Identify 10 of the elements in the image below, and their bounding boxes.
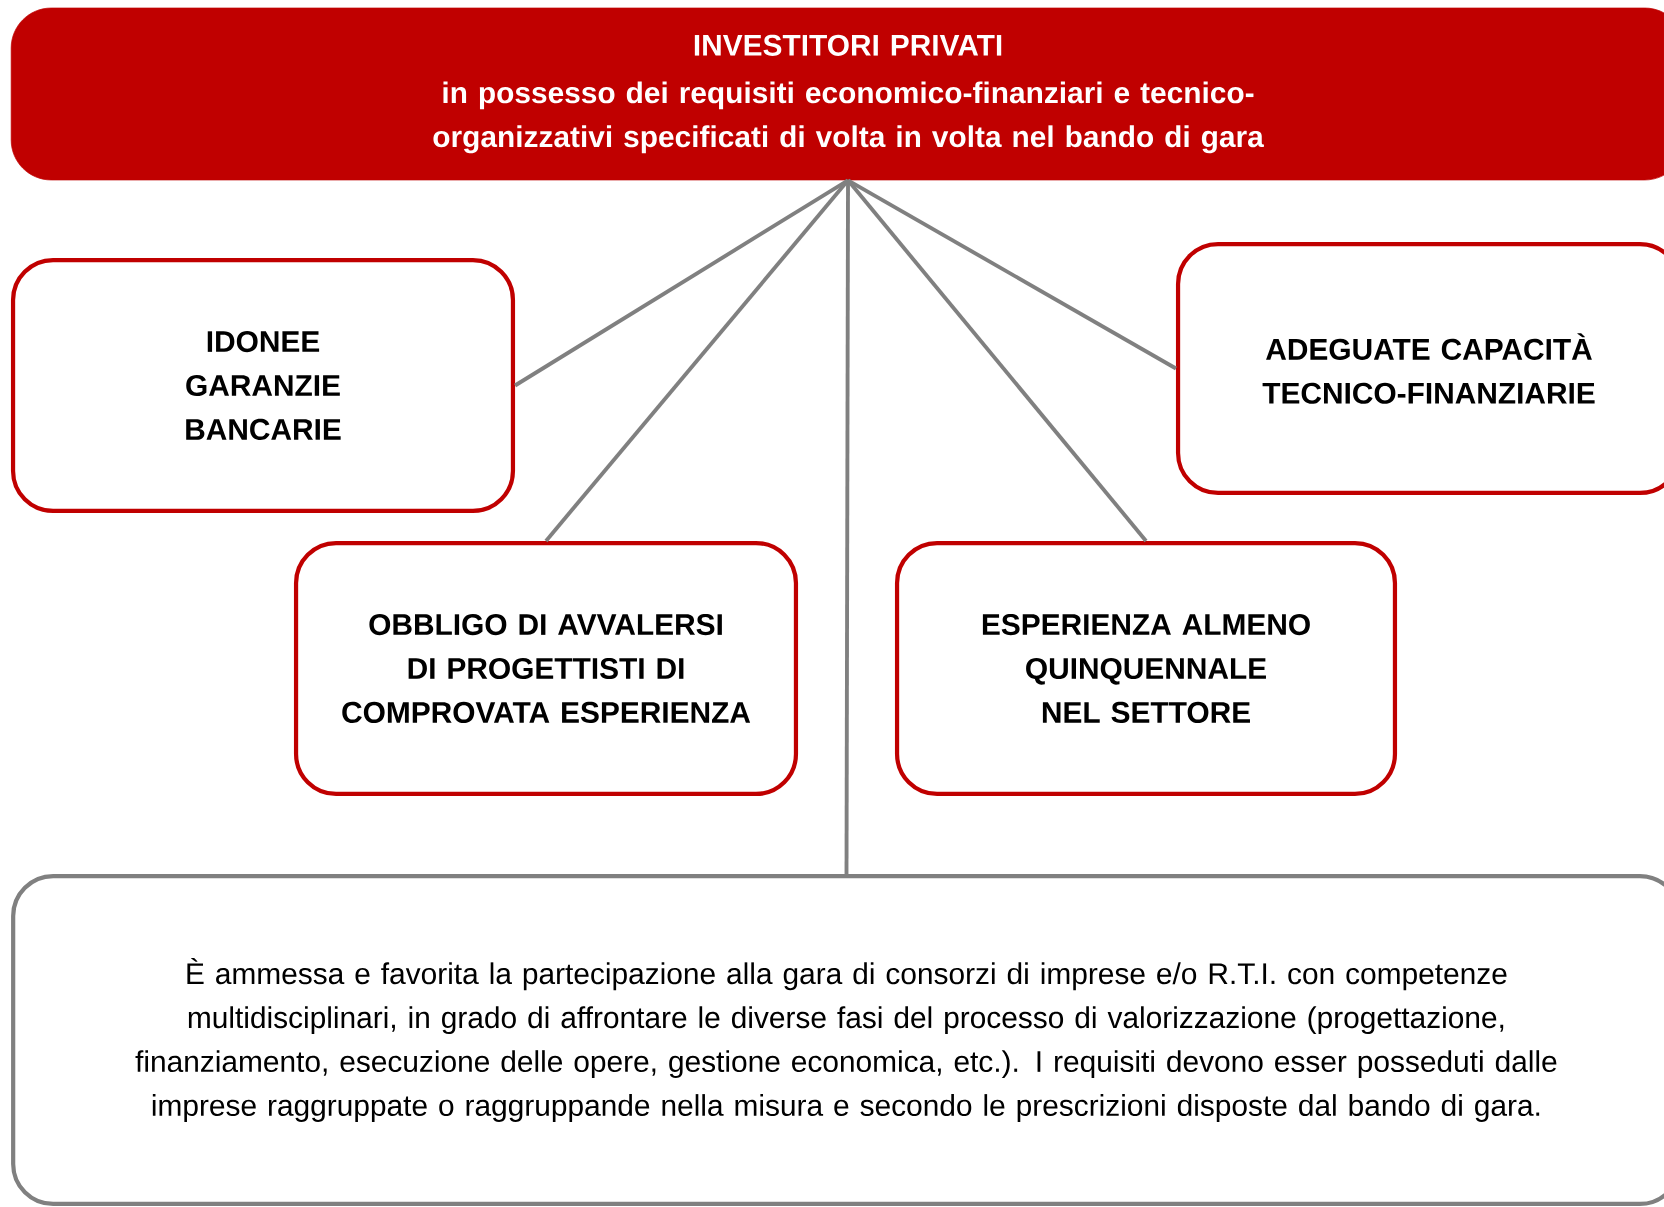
connector-line <box>844 180 850 874</box>
requirement-box: IDONEE GARANZIE BANCARIE <box>10 257 516 514</box>
requirement-box: ESPERIENZA ALMENO QUINQUENNALE NEL SETTORE <box>894 540 1398 797</box>
connector-line <box>847 178 1177 371</box>
note-box: È ammessa e favorita la partecipazione alla gara di consorzi di imprese e/o R.T.I. con competenze multidisciplinari, in grado di affrontare le diverse fasi del processo di valorizzazione (progettazione, finanziamento, esecuzione delle opere, gestione economica, etc.). I requisiti devono esser posseduti dalle imprese raggruppate o raggruppande nella misura e secondo le prescrizioni disposte dal bando di gara. <box>11 873 1664 1207</box>
connector-line <box>846 179 1148 543</box>
header-box: INVESTITORI PRIVATI in possesso dei requisiti economico-finanziari e tecnico-organizzativi specificati di volta in volta nel bando di gara <box>10 7 1664 181</box>
requirement-box: ADEGUATE CAPACITÀ TECNICO-FINANZIARIE <box>1175 241 1664 496</box>
connector-line <box>544 179 850 543</box>
requirement-box: OBBLIGO DI AVVALERSI DI PROGETTISTI DI COMPROVATA ESPERIENZA <box>293 540 799 797</box>
